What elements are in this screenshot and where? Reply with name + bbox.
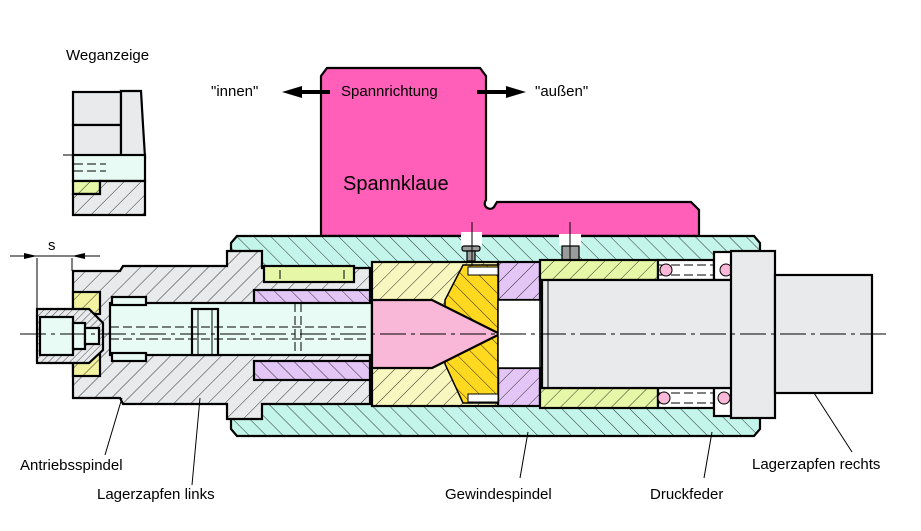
weganzeige-detail xyxy=(63,89,147,217)
key-bar xyxy=(262,264,356,284)
direction-label: Spannrichtung xyxy=(341,83,438,100)
indicator-bolt xyxy=(35,307,105,365)
drive-shaft xyxy=(108,295,374,363)
dimension-s-label: s xyxy=(48,237,56,254)
screw-left xyxy=(461,222,482,266)
arrow-left-icon xyxy=(282,86,302,98)
direction-inner-label: "innen" xyxy=(211,83,258,100)
direction-outer-label: "außen" xyxy=(535,83,588,100)
dimension-s: s xyxy=(10,237,100,309)
threaded-sleeve xyxy=(538,258,660,410)
spannklaue-jaw: Spannklaue xyxy=(319,66,701,238)
spannklaue-label: Spannklaue xyxy=(343,173,449,195)
label-antriebsspindel: Antriebsspindel xyxy=(20,457,123,474)
label-lagerzapfen-rechts: Lagerzapfen rechts xyxy=(752,456,880,473)
label-druckfeder: Druckfeder xyxy=(650,486,723,503)
weganzeige-title: Weganzeige xyxy=(66,47,149,64)
leader-lines xyxy=(104,392,853,486)
clamping-direction: "innen" Spannrichtung "außen" xyxy=(211,83,588,100)
arrow-right-icon xyxy=(506,86,526,98)
label-lagerzapfen-links: Lagerzapfen links xyxy=(97,486,215,503)
label-gewindespindel: Gewindespindel xyxy=(445,486,552,503)
druckfeder-spring xyxy=(656,250,734,418)
